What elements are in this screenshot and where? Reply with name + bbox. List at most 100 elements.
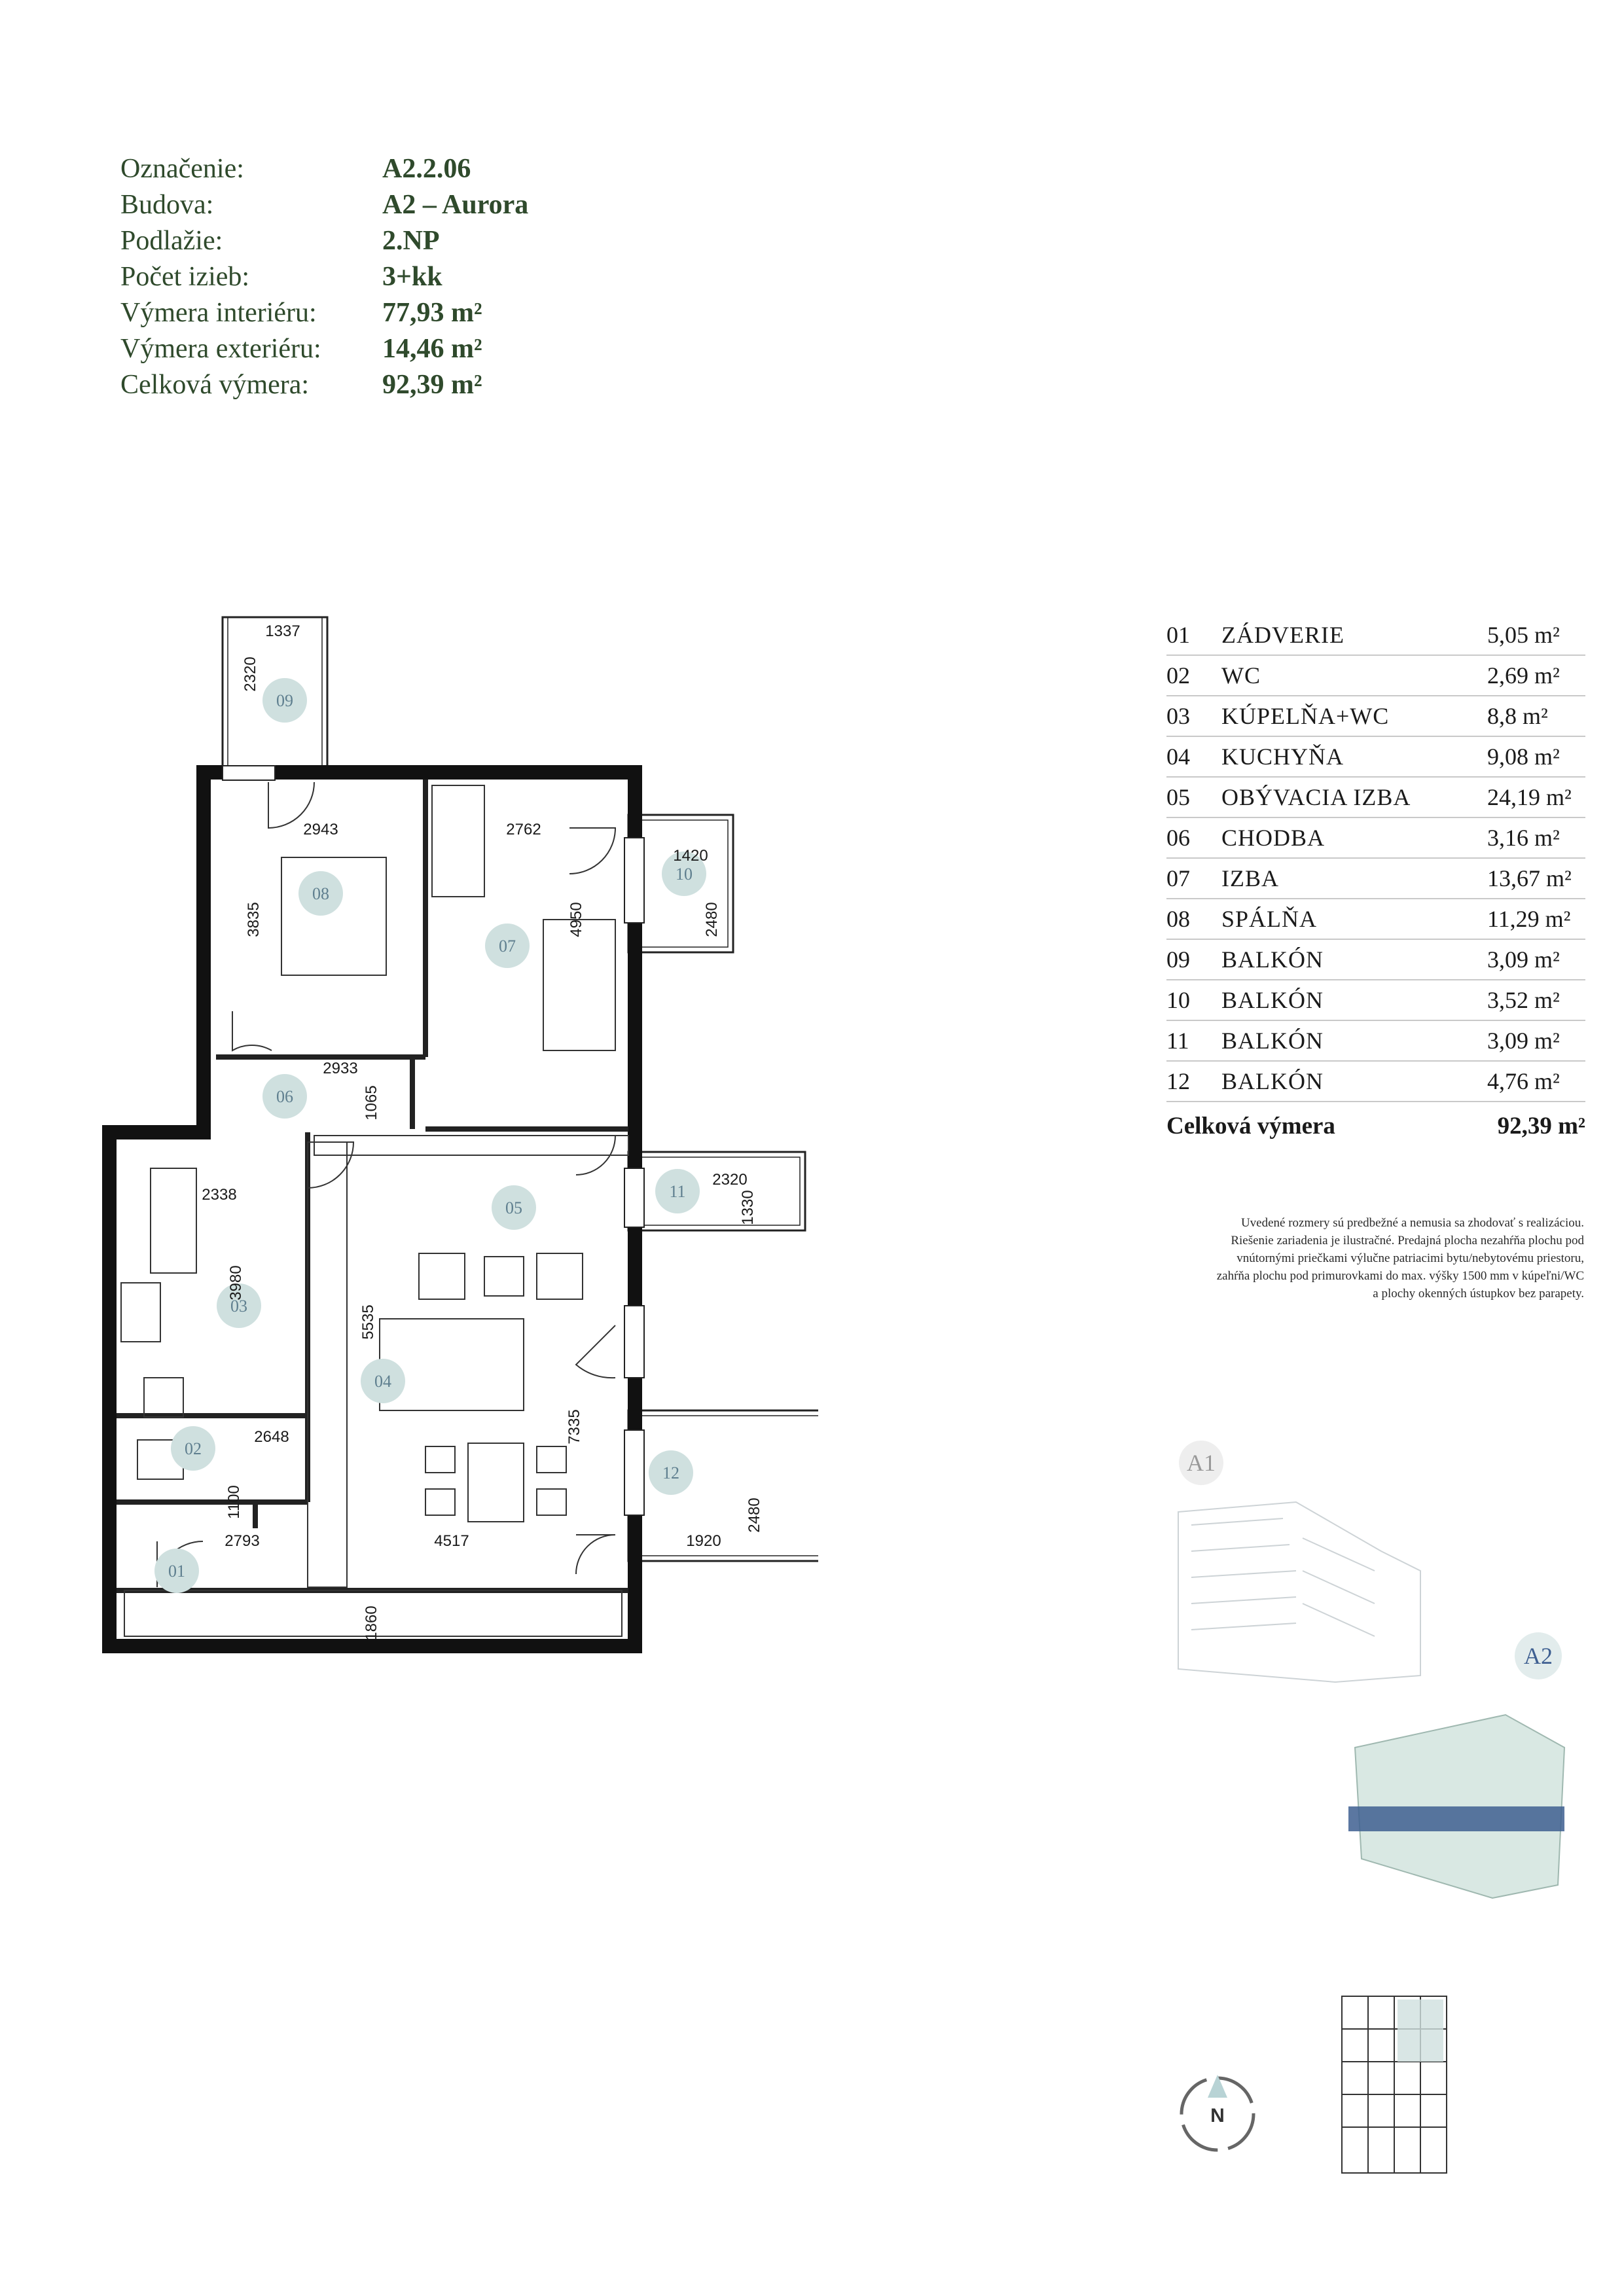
room-marker-label: 05: [505, 1198, 522, 1217]
dimension-label: 4950: [568, 902, 585, 937]
room-number: 12: [1166, 1068, 1190, 1094]
dimension-label: 3835: [245, 902, 262, 937]
info-label: Podlažie:: [120, 225, 223, 256]
room-area: 8,8 m²: [1487, 703, 1548, 729]
room-marker-label: 04: [374, 1372, 391, 1391]
north-arrow-icon: [1208, 2075, 1227, 2098]
highlighted-floor: [1348, 1806, 1564, 1831]
room-name: ZÁDVERIE: [1221, 622, 1344, 648]
note-line: a plochy okenných ústupkov bez parapety.: [1373, 1287, 1584, 1300]
room-number: 10: [1166, 987, 1190, 1013]
info-value: 77,93 m²: [382, 297, 482, 328]
building-a1-sketch: [1178, 1501, 1421, 1683]
info-label: Počet izieb:: [120, 261, 250, 292]
info-row: Výmera interiéru:77,93 m²: [120, 295, 710, 331]
room-number: 05: [1166, 784, 1190, 810]
room-marker-label: 12: [662, 1463, 679, 1482]
dimension-label: 2320: [712, 1171, 747, 1189]
info-row: Celková výmera:92,39 m²: [120, 367, 710, 403]
building-a1-marker: [1179, 1441, 1223, 1485]
room-marker-circle: [262, 678, 307, 723]
room-row: 01 ZÁDVERIE 5,05 m²: [1166, 615, 1585, 656]
room-name: BALKÓN: [1221, 946, 1324, 973]
building-illustration: A1 A2: [1165, 1440, 1584, 1931]
info-label: Celková výmera:: [120, 369, 310, 400]
dimension-label: 2480: [703, 902, 721, 937]
dimension-label: 1920: [686, 1532, 721, 1550]
chair: [536, 1446, 567, 1473]
total-value: 92,39 m²: [1497, 1112, 1585, 1139]
room-marker-circle: [154, 1549, 199, 1593]
info-row: Budova:A2 – Aurora: [120, 187, 710, 223]
room-area: 24,19 m²: [1487, 784, 1572, 810]
room-marker-circle: [485, 924, 530, 968]
site-plan: N: [1172, 1983, 1473, 2179]
room-name: SPÁLŇA: [1221, 906, 1318, 932]
washing-machine: [143, 1377, 184, 1418]
room-area: 3,09 m²: [1487, 1028, 1560, 1054]
dimension-label: 7335: [566, 1409, 583, 1444]
info-row: Počet izieb:3+kk: [120, 259, 710, 295]
windows: [222, 765, 645, 1516]
dimension-label: 1420: [673, 847, 708, 865]
dimension-label: 1330: [739, 1190, 757, 1225]
room-marker-label: 07: [499, 937, 516, 956]
room-row: 05 OBÝVACIA IZBA 24,19 m²: [1166, 778, 1585, 818]
info-value: A2 – Aurora: [382, 189, 529, 220]
room-name: OBÝVACIA IZBA: [1221, 784, 1411, 810]
room-marker-label: 09: [276, 691, 293, 710]
info-value: 14,46 m²: [382, 333, 482, 364]
room-name: BALKÓN: [1221, 1028, 1324, 1054]
dimension-label: 4517: [434, 1532, 469, 1550]
room-name: BALKÓN: [1221, 987, 1324, 1013]
exterior-walls: [102, 765, 642, 1653]
info-row: Výmera exteriéru: 14,46 m²: [120, 331, 710, 367]
bathtub: [150, 1168, 197, 1274]
dimension-label: 2943: [303, 821, 338, 838]
double-bed: [281, 857, 387, 976]
info-label: Označenie:: [120, 153, 244, 184]
room-name: CHODBA: [1221, 825, 1326, 851]
room-number: 09: [1166, 946, 1190, 973]
room-number: 06: [1166, 825, 1190, 851]
furniture: [120, 785, 629, 1637]
room-marker-circle: [655, 1169, 700, 1213]
room-row: 11 BALKÓN 3,09 m²: [1166, 1021, 1585, 1062]
armchair: [418, 1253, 465, 1300]
desk: [543, 919, 616, 1051]
info-label: Výmera exteriéru:: [120, 333, 321, 364]
room-row: 03 KÚPELŇA+WC 8,8 m²: [1166, 696, 1585, 737]
dimension-label: 2338: [202, 1186, 236, 1204]
apartment-highlight: [1398, 2000, 1443, 2062]
building-a1-label: A1: [1187, 1450, 1216, 1476]
room-row: 10 BALKÓN 3,52 m²: [1166, 980, 1585, 1021]
info-value: A2.2.06: [382, 153, 471, 184]
dining-table: [467, 1443, 524, 1522]
building-a2-label: A2: [1524, 1643, 1553, 1669]
info-row: Označenie: A2.2.06: [120, 151, 710, 187]
room-number: 11: [1166, 1028, 1189, 1054]
room-area: 5,05 m²: [1487, 622, 1560, 648]
building-drawing: A1 A2: [1178, 1441, 1566, 1899]
room-name: KÚPELŇA+WC: [1221, 703, 1390, 729]
room-area: 3,52 m²: [1487, 987, 1560, 1013]
dimension-label: 2793: [225, 1532, 259, 1550]
room-number: 01: [1166, 622, 1190, 648]
compass: N: [1180, 2075, 1255, 2152]
room-number: 03: [1166, 703, 1190, 729]
room-marker-circle: [298, 871, 343, 916]
room-area: 9,08 m²: [1487, 744, 1560, 770]
room-marker-circle: [217, 1283, 261, 1328]
building-a2-marker: [1515, 1632, 1562, 1679]
chair: [425, 1488, 456, 1516]
compass-label: N: [1210, 2105, 1225, 2126]
dimension-label: 1860: [363, 1605, 380, 1640]
